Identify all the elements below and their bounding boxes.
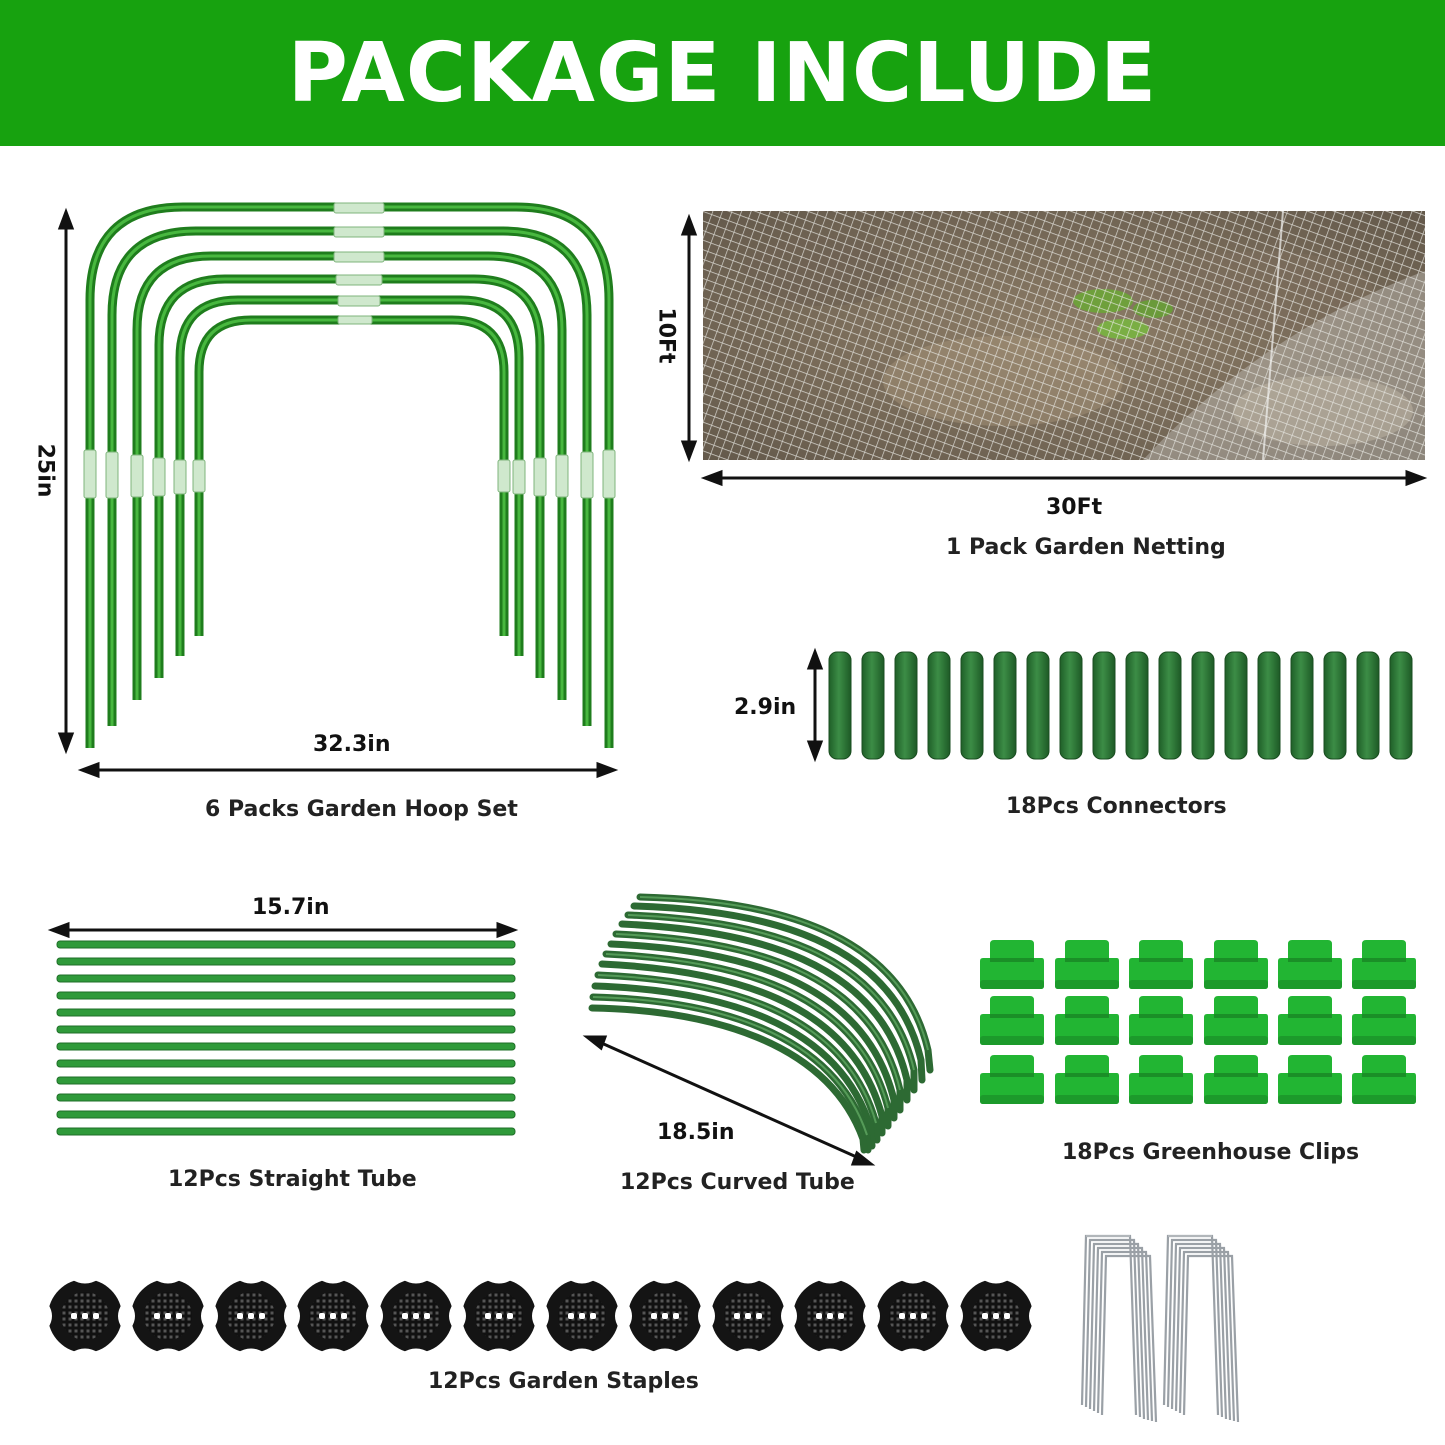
netting-caption: 1 Pack Garden Netting bbox=[946, 535, 1226, 560]
hoop-height-arrow bbox=[57, 207, 75, 755]
page-title: PACKAGE INCLUDE bbox=[287, 25, 1158, 121]
hoop-height-label: 25in bbox=[32, 443, 58, 498]
curved-tube-length-label: 18.5in bbox=[657, 1120, 735, 1145]
hoops bbox=[85, 202, 614, 748]
straight-tube-caption: 12Pcs Straight Tube bbox=[168, 1167, 417, 1192]
netting-photo bbox=[703, 211, 1425, 460]
hoop-connectors bbox=[83, 202, 616, 499]
greenhouse-clips-caption: 18Pcs Greenhouse Clips bbox=[1062, 1140, 1360, 1165]
hoop-width-arrow bbox=[77, 761, 619, 779]
straight-tube-length-label: 15.7in bbox=[252, 895, 330, 920]
connectors-caption: 18Pcs Connectors bbox=[1006, 794, 1227, 819]
header-banner: PACKAGE INCLUDE bbox=[0, 0, 1445, 146]
netting-width-label: 30Ft bbox=[1046, 495, 1103, 520]
hoop-width-label: 32.3in bbox=[313, 732, 391, 757]
curved-tube-caption: 12Pcs Curved Tube bbox=[620, 1170, 855, 1195]
connector-height-label: 2.9in bbox=[734, 695, 797, 720]
hoop-set-caption: 6 Packs Garden Hoop Set bbox=[205, 797, 518, 822]
netting-height-label: 10Ft bbox=[653, 307, 679, 364]
garden-staples-caption: 12Pcs Garden Staples bbox=[428, 1369, 699, 1394]
